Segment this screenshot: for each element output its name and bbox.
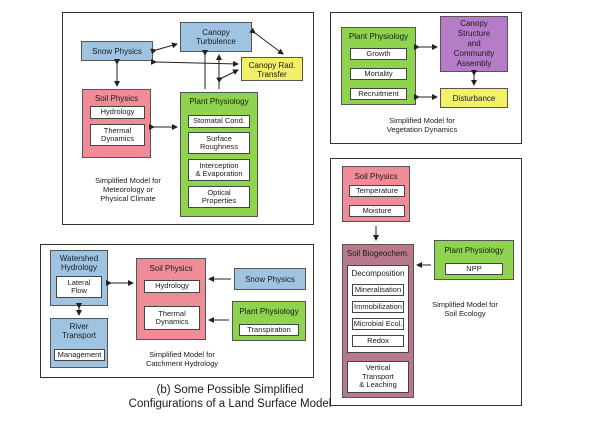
met-soil-physics-box: Soil Physics Hydrology Thermal Dynamics: [82, 89, 151, 158]
growth-item: Growth: [350, 48, 407, 60]
river-transport-box: River Transport Management: [50, 318, 108, 368]
soil-ecology-caption: Simplified Model for Soil Ecology: [432, 300, 498, 318]
temperature-item: Temperature: [349, 185, 405, 197]
disturbance-box: Disturbance: [440, 88, 508, 108]
vertical-transport-item: Vertical Transport & Leaching: [347, 361, 409, 393]
catch-plant-physiology-title: Plant Physiology: [239, 307, 299, 316]
catch-snow-physics-label: Snow Physics: [245, 275, 295, 284]
catch-thermal-dynamics-item: Thermal Dynamics: [144, 306, 200, 330]
canopy-structure-label: Canopy Structure and Community Assembly: [453, 19, 495, 68]
moisture-item: Moisture: [349, 205, 405, 217]
catch-plant-physiology-box: Plant Physiology Transpiration: [232, 301, 306, 341]
met-plant-physiology-box: Plant Physiology Stomatal Cond. Surface …: [180, 92, 258, 217]
catch-soil-physics-title: Soil Physics: [149, 264, 193, 273]
decomposition-box: Decomposition Mineralisation Immobilizat…: [347, 265, 409, 353]
veg-plant-physiology-box: Plant Physiology Growth Mortality Recrui…: [341, 27, 416, 105]
arrow-turbulence-radtransfer: [249, 27, 284, 55]
met-hydrology-item: Hydrology: [90, 106, 145, 119]
figure-caption: (b) Some Possible Simplified Configurati…: [128, 384, 332, 410]
redox-item: Redox: [352, 335, 404, 347]
soil-biogeochem-box: Soil Biogeochem. Decomposition Mineralis…: [342, 244, 414, 398]
arrow-snow-radtransfer: [150, 58, 239, 67]
soil-eco-soil-physics-box: Soil Physics Temperature Moisture: [342, 166, 410, 222]
mineralisation-item: Mineralisation: [352, 284, 404, 296]
catch-hydrology-item: Hydrology: [144, 280, 200, 293]
catch-snow-physics-box: Snow Physics: [234, 268, 306, 290]
catch-soil-physics-box: Soil Physics Hydrology Thermal Dynamics: [136, 258, 206, 340]
soil-eco-plant-physiology-box: Plant Physiology NPP: [434, 240, 514, 280]
veg-plant-physiology-title: Plant Physiology: [348, 32, 409, 41]
soil-biogeochem-title: Soil Biogeochem.: [346, 249, 410, 258]
arrow-plant-radtransfer: [216, 69, 239, 83]
microbial-ecol-item: Microbial Ecol.: [352, 318, 404, 330]
recruitment-item: Recruitment: [350, 88, 407, 100]
watershed-hydrology-title: Watershed Hydrology: [59, 254, 99, 272]
mortality-item: Mortality: [350, 68, 407, 80]
decomposition-title: Decomposition: [351, 269, 405, 278]
npp-item: NPP: [445, 263, 503, 275]
stomatal-cond-item: Stomatal Cond.: [188, 115, 250, 128]
canopy-rad-transfer-label: Canopy Rad. Transfer: [248, 61, 296, 79]
catchment-caption: Simplified Model for Catchment Hydrology: [145, 350, 219, 368]
river-transport-title: River Transport: [62, 322, 96, 340]
interception-evaporation-item: Interception & Evaporation: [188, 159, 250, 181]
management-item: Management: [54, 349, 105, 361]
soil-eco-soil-physics-title: Soil Physics: [354, 172, 398, 181]
immobilization-item: Immobilization: [352, 301, 404, 313]
canopy-turbulence-label: Canopy Turbulence: [196, 28, 236, 46]
vegetation-caption: Simplified Model for Vegetation Dynamics: [386, 116, 458, 134]
lateral-flow-item: Lateral Flow: [56, 276, 102, 298]
meteorology-caption: Simplified Model for Meteorology or Phys…: [95, 176, 161, 203]
met-soil-physics-title: Soil Physics: [94, 94, 139, 103]
met-thermal-dynamics-item: Thermal Dynamics: [90, 124, 145, 146]
watershed-hydrology-box: Watershed Hydrology Lateral Flow: [50, 250, 108, 306]
transpiration-item: Transpiration: [239, 324, 299, 336]
soil-eco-plant-physiology-title: Plant Physiology: [444, 246, 504, 255]
surface-roughness-item: Surface Roughness: [188, 132, 250, 154]
optical-properties-item: Optical Properties: [188, 186, 250, 208]
canopy-rad-transfer-box: Canopy Rad. Transfer: [241, 57, 303, 81]
disturbance-label: Disturbance: [452, 94, 496, 103]
snow-physics-label: Snow Physics: [92, 47, 142, 56]
met-plant-physiology-title: Plant Physiology: [189, 97, 249, 106]
arrow-snow-turbulence: [150, 42, 178, 55]
